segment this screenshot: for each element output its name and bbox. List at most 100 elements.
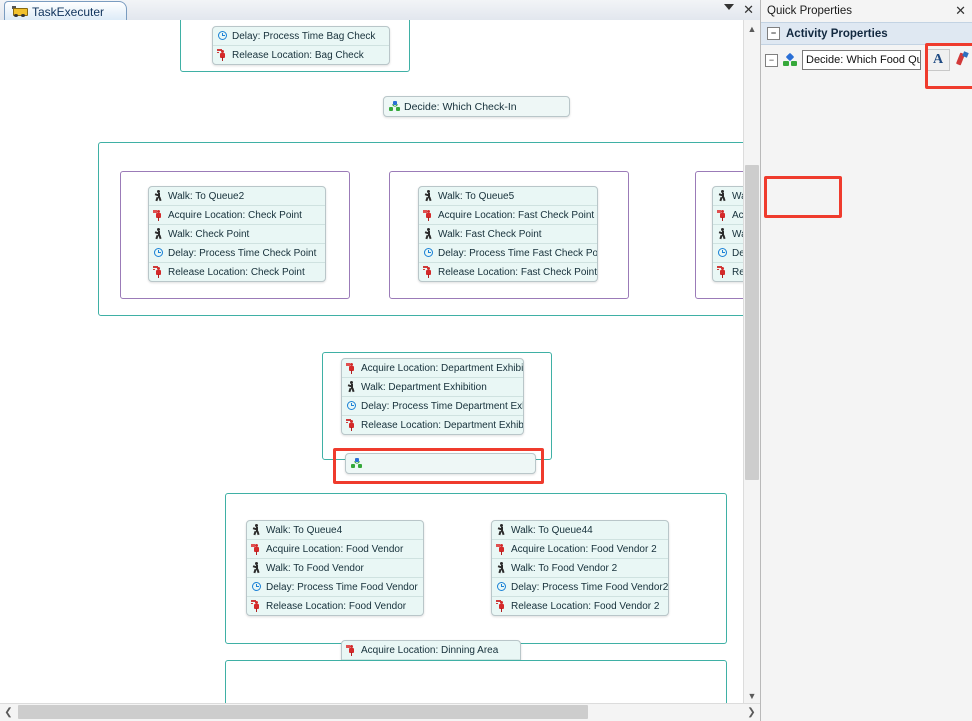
row-label: Acquire Location: Food Vendor (266, 543, 404, 555)
row-label: Acqu (732, 209, 744, 221)
block-row[interactable]: Delay: Process Time Fast Check Point (419, 244, 597, 263)
delay-icon (217, 30, 228, 42)
quick-properties-panel: Quick Properties ✕ − Activity Properties… (760, 0, 972, 721)
activity-name-input[interactable]: Decide: Which Food Qu (802, 50, 921, 70)
block-row[interactable]: Walk: Fast Check Point (419, 225, 597, 244)
block-row[interactable]: Delay: Process Time Bag Check (213, 27, 389, 46)
block-row[interactable]: Delay: Process Time Department Exhibitio… (342, 397, 523, 416)
editor-pane: TaskExecuter ✕ Delay: Process Time Bag C… (0, 0, 760, 721)
canvas-vertical-scrollbar[interactable]: ▲ ▼ (743, 20, 760, 704)
tab-taskexecuter[interactable]: TaskExecuter (4, 1, 128, 21)
block-row[interactable]: Acquire Location: Food Vendor 2 (492, 540, 668, 559)
block-row[interactable]: Walk: Department Exhibition (342, 378, 523, 397)
block-row[interactable]: Walk: To Food Vendor (247, 559, 423, 578)
block-row[interactable]: Delay (713, 244, 744, 263)
row-label: Walk: Department Exhibition (361, 381, 487, 393)
chevron-left-icon[interactable]: ❮ (4, 707, 13, 718)
block-bag-check[interactable]: Delay: Process Time Bag Check Release Lo… (212, 26, 390, 65)
block-decide-which-check-in[interactable]: Decide: Which Check-In (383, 96, 570, 117)
row-label: Release Location: Food Vendor (266, 600, 407, 612)
group-dinning-area[interactable] (225, 660, 727, 704)
block-row[interactable]: Walk: To Food Vendor 2 (492, 559, 668, 578)
row-label: Acquire Location: Fast Check Point (438, 209, 595, 221)
block-third-lane-clipped[interactable]: Walk Acqu Walk Delay Relea (712, 186, 744, 282)
block-row[interactable]: Release Location: Food Vendor (247, 597, 423, 615)
block-row[interactable]: Acquire Location: Department Exhibition (342, 359, 523, 378)
block-food-vendor-2[interactable]: Walk: To Queue44 Acquire Location: Food … (491, 520, 669, 616)
row-label: Release Location: Fast Check Point (438, 266, 597, 278)
walk-icon (423, 190, 434, 202)
block-row[interactable]: Walk: To Queue44 (492, 521, 668, 540)
chevron-down-icon[interactable] (724, 4, 734, 10)
block-row[interactable]: Walk: Check Point (149, 225, 325, 244)
acquire-location-icon (423, 209, 434, 221)
walk-icon (346, 381, 357, 393)
block-row[interactable]: Walk (713, 187, 744, 206)
row-label: Walk: Fast Check Point (438, 228, 542, 240)
activity-name-row: − Decide: Which Food Qu A (761, 48, 972, 72)
block-row[interactable]: Walk: To Queue5 (419, 187, 597, 206)
panel-title: Quick Properties (767, 5, 853, 17)
block-row[interactable]: Walk: To Queue2 (149, 187, 325, 206)
block-row[interactable]: Acquire Location: Food Vendor (247, 540, 423, 559)
walk-icon (423, 228, 434, 240)
block-row[interactable]: Acquire Location: Check Point (149, 206, 325, 225)
row-label: Walk: To Queue5 (438, 190, 515, 202)
block-row[interactable]: Delay: Process Time Check Point (149, 244, 325, 263)
walk-icon (153, 228, 164, 240)
close-icon[interactable]: ✕ (743, 2, 754, 17)
block-row[interactable]: Relea (713, 263, 744, 281)
block-row[interactable]: Acquire Location: Dinning Area (342, 641, 520, 660)
block-row[interactable]: Release Location: Department Exhibition (342, 416, 523, 434)
font-tool-button[interactable]: A (926, 49, 950, 71)
chevron-up-icon[interactable]: ▲ (744, 20, 760, 37)
scrollbar-thumb-vertical[interactable] (745, 165, 759, 480)
block-row[interactable]: Acquire Location: Fast Check Point (419, 206, 597, 225)
release-location-icon (717, 266, 728, 278)
block-row[interactable]: Release Location: Fast Check Point (419, 263, 597, 281)
activity-properties-section-header[interactable]: − Activity Properties (761, 22, 972, 45)
acquire-location-icon (251, 543, 262, 555)
delay-icon (423, 247, 434, 259)
block-row[interactable]: Release Location: Bag Check (213, 46, 389, 64)
row-label: Delay (732, 247, 744, 259)
row-label: Acquire Location: Food Vendor 2 (511, 543, 657, 555)
row-label: Delay: Process Time Food Vendor2 (511, 581, 669, 593)
delay-icon (346, 400, 357, 412)
scrollbar-thumb-horizontal[interactable] (18, 705, 588, 719)
row-label: Release Location: Food Vendor 2 (511, 600, 660, 612)
tab-label: TaskExecuter (32, 4, 105, 19)
row-label: Relea (732, 266, 744, 278)
close-icon[interactable]: ✕ (955, 3, 966, 18)
block-row[interactable]: Release Location: Check Point (149, 263, 325, 281)
row-label: Acquire Location: Check Point (168, 209, 302, 221)
chevron-down-icon[interactable]: ▼ (744, 687, 760, 704)
release-location-icon (251, 600, 262, 612)
canvas-horizontal-scrollbar[interactable]: ❮ ❯ (0, 703, 760, 721)
block-row[interactable]: Delay: Process Time Food Vendor2 (492, 578, 668, 597)
tab-strip: TaskExecuter ✕ (0, 0, 760, 21)
release-location-icon (217, 49, 228, 61)
row-label: Release Location: Check Point (168, 266, 305, 278)
collapse-icon[interactable]: − (765, 53, 778, 67)
process-flow-canvas[interactable]: Delay: Process Time Bag Check Release Lo… (0, 20, 744, 704)
block-check-point[interactable]: Walk: To Queue2 Acquire Location: Check … (148, 186, 326, 282)
block-row[interactable]: Release Location: Food Vendor 2 (492, 597, 668, 615)
row-label: Release Location: Bag Check (232, 49, 364, 61)
block-department-exhibition[interactable]: Acquire Location: Department Exhibition … (341, 358, 524, 435)
block-row[interactable]: Delay: Process Time Food Vendor (247, 578, 423, 597)
block-row[interactable]: Walk: To Queue4 (247, 521, 423, 540)
acquire-location-icon (496, 543, 507, 555)
block-decide-which-food-queue[interactable] (345, 453, 536, 474)
collapse-icon[interactable]: − (767, 27, 780, 40)
chevron-right-icon[interactable]: ❯ (747, 707, 756, 718)
block-fast-check-point[interactable]: Walk: To Queue5 Acquire Location: Fast C… (418, 186, 598, 282)
decide-icon (351, 457, 362, 470)
row-label: Delay: Process Time Bag Check (232, 30, 376, 42)
block-row[interactable]: Acqu (713, 206, 744, 225)
block-food-vendor[interactable]: Walk: To Queue4 Acquire Location: Food V… (246, 520, 424, 616)
row-label: Walk: To Queue44 (511, 524, 593, 536)
color-pencil-icon[interactable] (955, 51, 969, 69)
block-row[interactable]: Walk (713, 225, 744, 244)
release-location-icon (346, 419, 357, 431)
